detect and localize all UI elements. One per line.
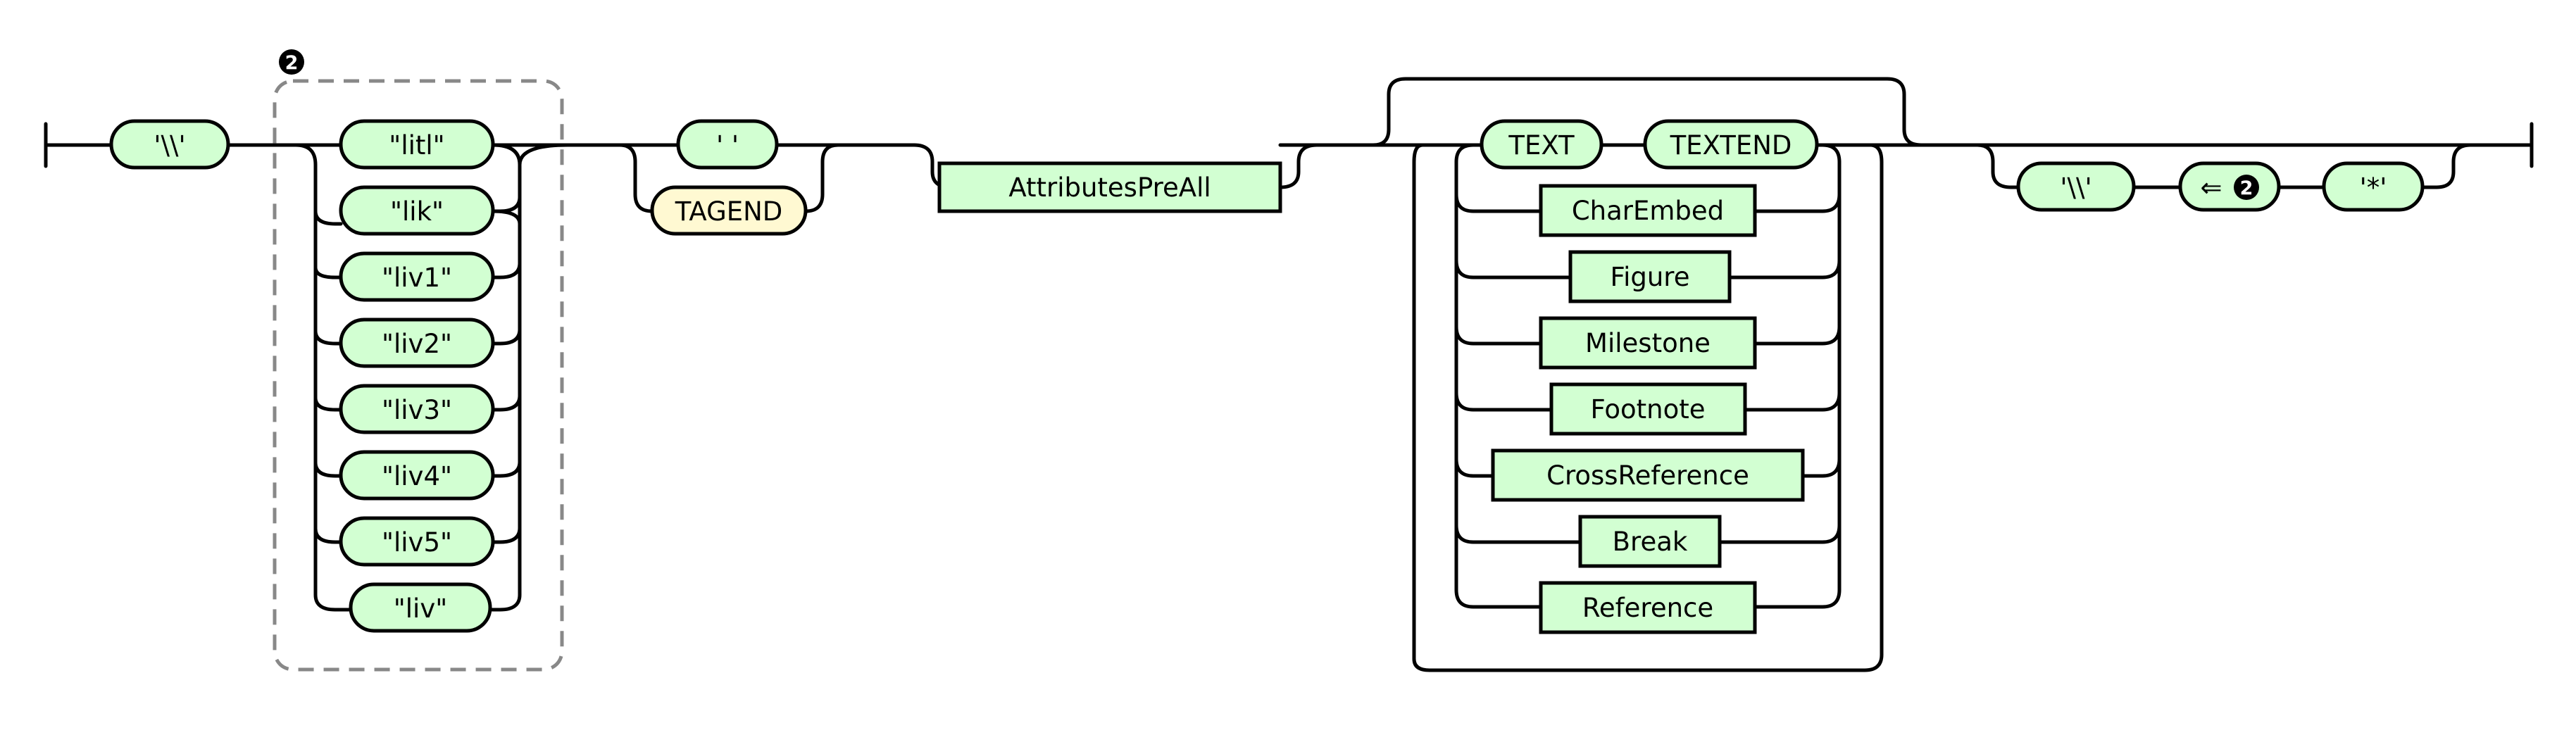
svg-text:Footnote: Footnote (1590, 394, 1705, 425)
nonterminal-char-embed: CharEmbed (1539, 184, 1757, 237)
terminal-backslash-start: '\\' (109, 119, 230, 170)
svg-text:TAGEND: TAGEND (675, 196, 783, 227)
svg-text:Milestone: Milestone (1585, 328, 1711, 358)
group-badge: 2 (279, 49, 304, 75)
svg-text:"liv4": "liv4" (382, 461, 452, 491)
svg-text:'\\': '\\' (154, 130, 185, 161)
svg-text:Reference: Reference (1582, 593, 1713, 623)
terminal-space: ' ' (676, 119, 779, 170)
terminal-text: TEXT (1480, 119, 1603, 170)
svg-text:"liv3": "liv3" (382, 395, 452, 425)
svg-text:2: 2 (2240, 177, 2253, 199)
svg-text:TEXTEND: TEXTEND (1670, 130, 1792, 161)
terminal-litl: "litl" (339, 119, 495, 170)
backref-arrow: ⇐ (2200, 172, 2222, 203)
svg-text:CrossReference: CrossReference (1546, 460, 1749, 491)
svg-text:"lik": "lik" (390, 196, 444, 227)
terminal-liv4: "liv4" (339, 450, 495, 501)
svg-text:'\\': '\\' (2060, 172, 2092, 203)
svg-text:"liv2": "liv2" (382, 329, 452, 359)
terminal-liv1: "liv1" (339, 251, 495, 302)
terminal-lik: "lik" (339, 185, 495, 236)
terminal-liv: "liv" (349, 582, 492, 633)
backreference-group-2: ⇐ 2 (2178, 161, 2281, 212)
nonterminal-attributes-pre-all: AttributesPreAll (937, 161, 1282, 213)
nonterminal-milestone: Milestone (1539, 316, 1757, 370)
svg-text:TEXT: TEXT (1508, 130, 1575, 161)
svg-text:"litl": "litl" (389, 130, 444, 161)
terminal-liv5: "liv5" (339, 516, 495, 567)
svg-text:' ': ' ' (716, 130, 739, 161)
svg-text:AttributesPreAll: AttributesPreAll (1008, 172, 1211, 203)
terminal-liv2: "liv2" (339, 318, 495, 368)
terminal-textend: TEXTEND (1643, 119, 1819, 170)
terminal-star: '*' (2322, 161, 2425, 212)
svg-text:Break: Break (1613, 527, 1688, 557)
nonterminal-break: Break (1578, 515, 1722, 568)
tagend-token: TAGEND (650, 185, 808, 236)
nonterminal-cross-reference: CrossReference (1491, 448, 1805, 502)
terminal-backslash-end: '\\' (2016, 161, 2136, 212)
svg-text:Figure: Figure (1611, 262, 1690, 292)
svg-text:"liv1": "liv1" (382, 263, 452, 293)
nonterminal-figure: Figure (1568, 250, 1732, 303)
terminal-liv3: "liv3" (339, 384, 495, 434)
nonterminal-reference: Reference (1539, 581, 1757, 634)
svg-text:'*': '*' (2360, 172, 2387, 203)
svg-text:"liv5": "liv5" (382, 527, 452, 558)
svg-text:"liv": "liv" (394, 593, 448, 624)
svg-text:2: 2 (285, 52, 299, 74)
track-lines (44, 77, 2534, 672)
nonterminal-footnote: Footnote (1549, 382, 1747, 436)
svg-text:CharEmbed: CharEmbed (1572, 196, 1724, 226)
